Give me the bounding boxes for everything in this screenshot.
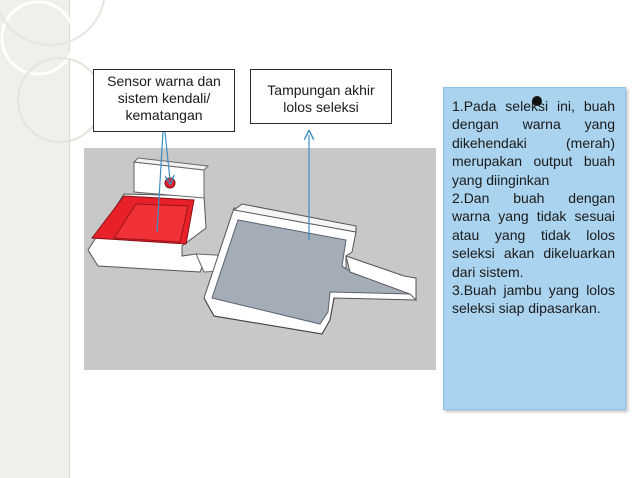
sensor-arrow-head bbox=[164, 131, 170, 180]
list-item: 1.Pada seleksi ini, buah dengan warna ya… bbox=[452, 97, 615, 189]
list-item: 3.Buah jambu yang lolos seleksi siap dip… bbox=[452, 281, 615, 318]
info-panel: 1.Pada seleksi ini, buah dengan warna ya… bbox=[443, 87, 626, 410]
sensor-arrow bbox=[156, 131, 164, 233]
list-item-text: Buah jambu yang lolos seleksi siap dipas… bbox=[452, 282, 615, 317]
list-item-number: 3. bbox=[452, 282, 464, 299]
sensor-callout-text: Sensor warna dan sistem kendali/ kematan… bbox=[107, 73, 221, 123]
left-decorative-band bbox=[0, 0, 70, 478]
list-item-text: Dan buah dengan warna yang tidak sesuai … bbox=[452, 190, 615, 280]
bullet-dot-icon bbox=[532, 96, 542, 106]
storage-callout-text: Tampungan akhir lolos seleksi bbox=[267, 82, 375, 115]
list-item-number: 2. bbox=[452, 190, 464, 207]
left-band-divider bbox=[69, 0, 70, 478]
storage-callout-box: Tampungan akhir lolos seleksi bbox=[250, 69, 392, 124]
sensor-callout-box: Sensor warna dan sistem kendali/ kematan… bbox=[93, 69, 235, 132]
sorting-machine-illustration bbox=[84, 148, 436, 370]
list-item-number: 1. bbox=[452, 98, 464, 114]
list-item-text: Pada seleksi ini, buah dengan warna yang… bbox=[452, 98, 615, 188]
info-list: 1.Pada seleksi ini, buah dengan warna ya… bbox=[452, 97, 615, 318]
list-item: 2.Dan buah dengan warna yang tidak sesua… bbox=[452, 189, 615, 281]
